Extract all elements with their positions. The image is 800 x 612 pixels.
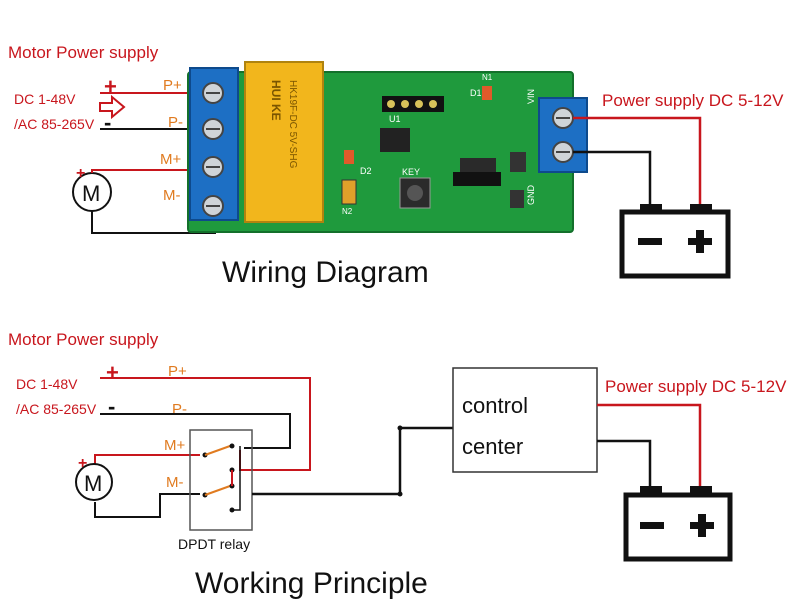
control-center-box (452, 367, 598, 473)
dpdt-switch-contacts (202, 443, 241, 513)
vin-wire-2 (597, 403, 702, 492)
terminal-label-m-minus: M- (163, 187, 181, 204)
supply-line1: DC 1-48V (14, 91, 76, 107)
minus-sign-2: - (108, 394, 115, 419)
m-minus-wire-2 (94, 493, 200, 518)
led-d2 (344, 150, 354, 164)
left-terminal-screws (202, 82, 224, 217)
plus-sign: + (104, 74, 117, 99)
motor-icon-2 (75, 463, 113, 501)
ic-chip (380, 128, 410, 152)
power-supply-label: Power supply DC 5-12V (602, 91, 784, 110)
terminal-label-p-minus: P- (168, 114, 183, 131)
board-key-label: KEY (402, 167, 420, 177)
working-principle-section: Motor Power supply DC 1-48V /AC 85-265V … (8, 330, 787, 600)
m-plus-wire-2 (94, 454, 200, 470)
header-pins (382, 96, 444, 112)
relay-component (244, 61, 324, 223)
wiring-caption: Wiring Diagram (222, 256, 429, 289)
board-d2: D2 (360, 166, 372, 176)
gnd-wire-2 (597, 439, 652, 492)
supply-arrow-icon (99, 94, 126, 120)
motor-symbol-2: M (84, 471, 102, 496)
board-gnd: GND (526, 185, 536, 206)
terminal-label-m-minus-2: M- (166, 474, 184, 491)
terminal-label-p-plus: P+ (163, 77, 182, 94)
plus-sign-2: + (106, 360, 119, 385)
minus-sign: - (104, 110, 111, 135)
relay-text-2: HK19F-DC 5V-SHG (287, 80, 298, 169)
supply-line2: /AC 85-265V (14, 116, 95, 132)
regulator-chip (460, 158, 496, 174)
relay-text-1: HUI KE (269, 80, 283, 121)
m-plus-wire (91, 169, 215, 173)
motor-supply-title-2: Motor Power supply (8, 330, 159, 349)
motor-supply-title: Motor Power supply (8, 43, 159, 62)
vin-wire (573, 116, 702, 212)
wiring-diagram-section: Motor Power supply DC 1-48V /AC 85-265V … (8, 43, 784, 289)
board-u1: U1 (389, 114, 401, 124)
board-vin: VIN (526, 89, 536, 104)
control-center-line1: control (462, 393, 528, 418)
terminal-label-m-plus: M+ (160, 151, 181, 168)
supply-line1-2: DC 1-48V (16, 376, 78, 392)
control-wire (252, 426, 453, 496)
motor-symbol: M (82, 181, 100, 206)
led-d1 (482, 86, 492, 100)
terminal-label-p-plus-2: P+ (168, 363, 187, 380)
motor-plus-2: + (78, 455, 87, 472)
motor-plus: + (76, 165, 85, 182)
battery-icon (619, 204, 731, 279)
terminal-label-p-minus-2: P- (172, 401, 187, 418)
diode-n2 (341, 179, 357, 205)
board-n2: N2 (342, 207, 353, 216)
principle-caption: Working Principle (195, 567, 428, 600)
battery-icon-2 (623, 486, 733, 562)
control-center-line2: center (462, 434, 523, 459)
power-supply-label-2: Power supply DC 5-12V (605, 377, 787, 396)
gnd-wire (573, 150, 652, 212)
board-n1: N1 (482, 73, 493, 82)
supply-line2-2: /AC 85-265V (16, 401, 97, 417)
board-d1: D1 (470, 88, 482, 98)
terminal-label-m-plus-2: M+ (164, 437, 185, 454)
dpdt-relay-box (189, 429, 253, 531)
dpdt-relay-label: DPDT relay (178, 536, 250, 552)
p-minus-wire-2 (100, 413, 291, 449)
